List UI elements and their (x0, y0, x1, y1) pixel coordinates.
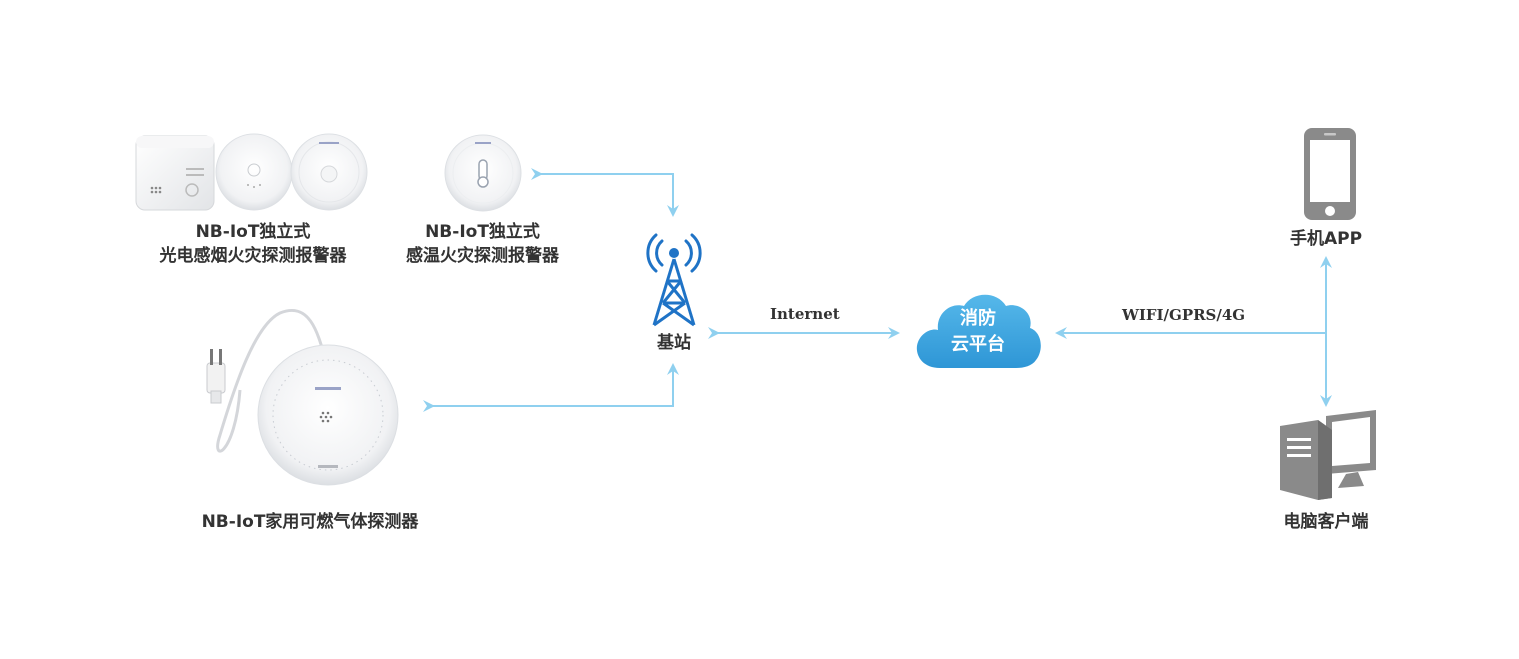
mobile-phone-icon (1304, 128, 1356, 220)
round-smoke-unit-icon (215, 133, 293, 211)
cloud-platform-icon (916, 294, 1041, 368)
wireless-link-label: WIFI/GPRS/4G (1122, 306, 1246, 324)
arrow-gas-to-station (423, 363, 679, 412)
pc-client-icon (1280, 410, 1376, 500)
arrow-heat-to-station (531, 168, 679, 217)
smoke-detector-line1: NB-IoT独立式 (195, 222, 311, 242)
cloud-platform-label: 消防 云平台 (912, 306, 1044, 358)
base-station-tower-icon (646, 233, 702, 327)
internet-link-label: Internet (770, 305, 840, 323)
smoke-detector-line2: 光电感烟火灾探测报警器 (159, 246, 347, 266)
pc-client-label: 电脑客户端 (1283, 512, 1369, 532)
cloud-platform-line1: 消防 (960, 308, 996, 329)
smoke-detector-products (135, 133, 368, 211)
heat-detector-line1: NB-IoT独立式 (425, 222, 540, 242)
heat-detector-label: NB-IoT独立式 感温火灾探测报警器 (380, 220, 585, 268)
base-station-label: 基站 (657, 333, 691, 353)
gas-detector-icon (206, 309, 399, 486)
square-smoke-unit-icon (135, 135, 215, 211)
heat-detector-line2: 感温火灾探测报警器 (406, 246, 559, 266)
mobile-app-label: 手机APP (1289, 229, 1363, 249)
gas-detector-label: NB-IoT家用可燃气体探测器 (201, 512, 419, 532)
heat-detector-icon (444, 134, 522, 212)
cloud-platform-line2: 云平台 (951, 334, 1005, 355)
smoke-detector-label: NB-IoT独立式 光电感烟火灾探测报警器 (128, 220, 378, 268)
round-smoke-unit-icon (290, 133, 368, 211)
